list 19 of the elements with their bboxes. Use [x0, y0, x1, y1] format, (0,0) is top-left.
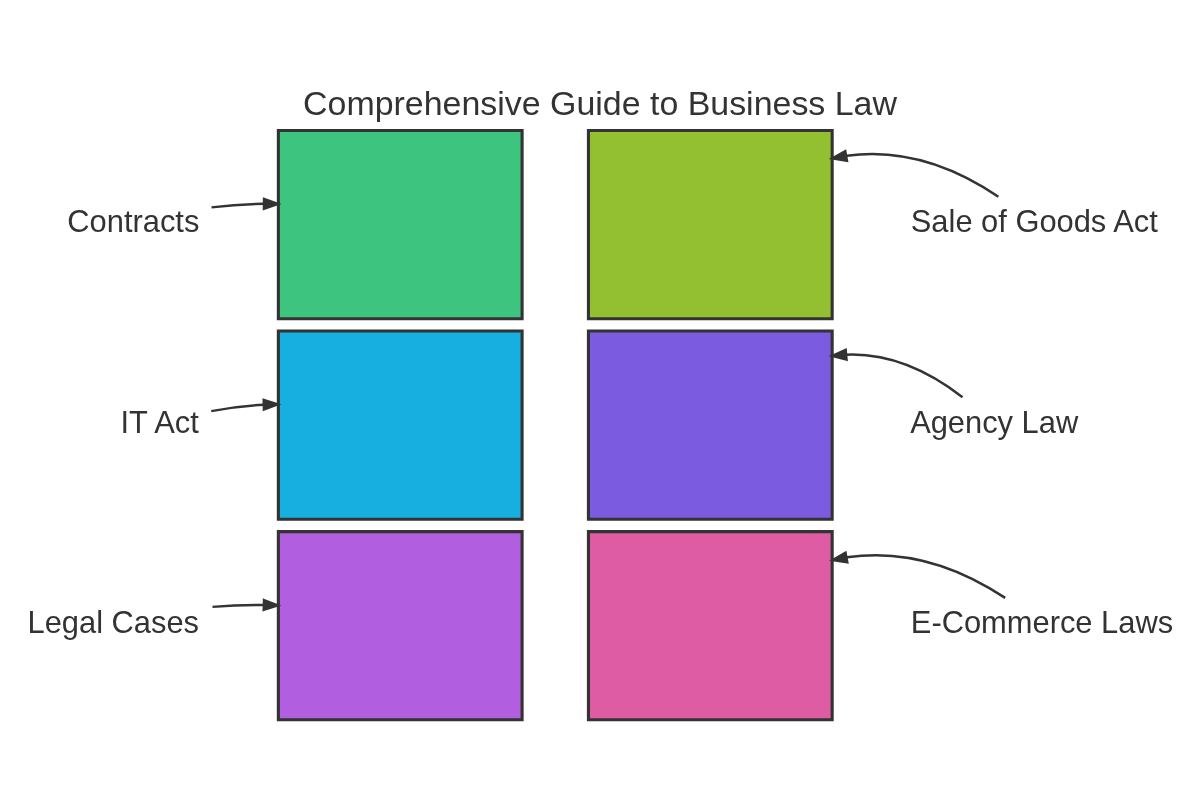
arrow [211, 397, 282, 412]
diagram-title: Comprehensive Guide to Business Law [303, 82, 897, 121]
node-box [586, 128, 834, 320]
arrow [828, 148, 1000, 198]
node-box [276, 329, 524, 521]
node-box [586, 529, 834, 721]
arrow [212, 597, 282, 612]
node-text: IT Act [120, 404, 199, 440]
arrow [211, 196, 282, 210]
node-text: E-Commerce Laws [910, 604, 1174, 640]
node-text: Legal Cases [27, 604, 200, 640]
node-text: Sale of Goods Act [910, 203, 1158, 239]
node-box [276, 529, 524, 721]
arrow [828, 347, 964, 398]
node-box [586, 329, 834, 521]
node-text: Agency Law [910, 404, 1079, 440]
arrow [829, 550, 1006, 599]
node-text: Contracts [67, 203, 200, 239]
node-box [276, 128, 524, 320]
